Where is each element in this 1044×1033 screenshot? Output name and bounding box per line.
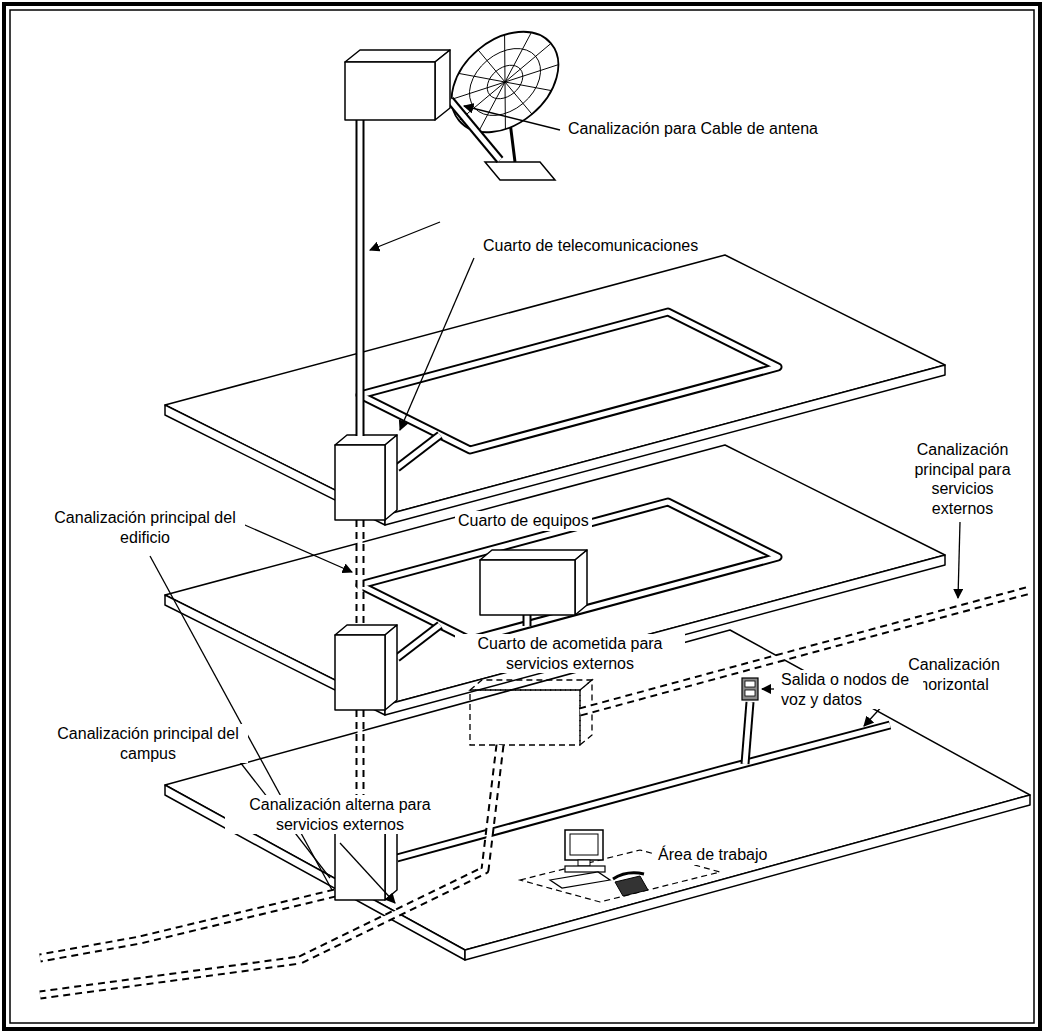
computer-screen bbox=[570, 834, 598, 855]
outer-frame bbox=[4, 4, 1040, 1029]
riser-box bbox=[335, 825, 385, 900]
floor-edge bbox=[165, 785, 465, 960]
floor-pipe-loop bbox=[360, 502, 778, 640]
leader-arrow bbox=[464, 106, 560, 130]
riser-box bbox=[385, 625, 397, 710]
callout-label: Canalización principal del edificio bbox=[45, 508, 245, 547]
callout-label: Canalización para Cable de antena bbox=[565, 119, 821, 139]
campus-pipe bbox=[40, 893, 335, 958]
entrance-room-box bbox=[470, 680, 592, 690]
leader-arrow bbox=[958, 522, 960, 598]
computer-base bbox=[565, 866, 605, 872]
branch-pipe bbox=[397, 435, 440, 468]
campus-pipe bbox=[40, 893, 335, 958]
floor-edge bbox=[165, 595, 385, 715]
callout-label: Salida o nodos de voz y datos bbox=[778, 670, 923, 709]
antenna-box bbox=[345, 50, 450, 62]
callout-label: Canalización principal para servicios ex… bbox=[900, 440, 1025, 518]
branch-pipe bbox=[397, 435, 440, 468]
riser-box bbox=[335, 635, 385, 710]
satellite-dish bbox=[432, 11, 578, 152]
equipment-room-box bbox=[575, 550, 587, 615]
callout-label: Cuarto de acometida para servicios exter… bbox=[455, 634, 685, 673]
riser-box bbox=[385, 435, 397, 520]
computer-monitor bbox=[565, 830, 603, 860]
riser-pipe bbox=[356, 520, 365, 625]
dish-rim bbox=[432, 11, 578, 152]
leader-arrow bbox=[238, 522, 352, 572]
antenna-riser-pipe bbox=[356, 120, 365, 436]
branch-pipe bbox=[397, 625, 440, 658]
keyboard bbox=[550, 872, 610, 888]
computer-stand bbox=[578, 860, 590, 866]
alternate-pipe bbox=[40, 745, 500, 995]
alternate-pipe bbox=[40, 745, 500, 995]
outlet-jack bbox=[745, 690, 755, 696]
antenna-riser-pipe bbox=[358, 120, 363, 436]
leader-arrow bbox=[400, 258, 474, 430]
floor-pipe-loop bbox=[360, 502, 778, 640]
equipment-room-box bbox=[480, 560, 575, 615]
antenna-box bbox=[345, 62, 435, 120]
branch-pipe bbox=[397, 625, 440, 658]
callout-label: Área de trabajo bbox=[655, 845, 770, 865]
telephone-handset bbox=[613, 873, 644, 879]
floor-slab bbox=[165, 445, 945, 705]
callout-label: Canalización alterna para servicios exte… bbox=[225, 795, 455, 834]
antenna-base bbox=[485, 162, 555, 180]
equipment-room-box bbox=[480, 550, 587, 560]
riser-pipe bbox=[358, 520, 363, 625]
antenna-box bbox=[435, 50, 450, 120]
floor-pipe-loop bbox=[360, 312, 778, 450]
telephone bbox=[615, 876, 648, 896]
outlet-pipe bbox=[745, 702, 750, 764]
callout-label: Canalización principal del campus bbox=[48, 724, 248, 763]
callout-label: Cuarto de telecomunicaciones bbox=[480, 236, 701, 256]
callout-label: Cuarto de equipos bbox=[455, 511, 592, 531]
floor-pipe-loop bbox=[360, 312, 778, 450]
outlet-symbol bbox=[742, 678, 758, 700]
floor-edge bbox=[165, 405, 385, 525]
outlet-pipe bbox=[745, 702, 750, 764]
inner-frame bbox=[10, 10, 1034, 1023]
leader-line bbox=[150, 556, 332, 890]
riser-box bbox=[335, 445, 385, 520]
leader-arrow bbox=[762, 688, 774, 689]
leader-arrow bbox=[340, 843, 395, 903]
entrance-room-box bbox=[470, 690, 580, 745]
outlet-jack bbox=[745, 681, 755, 687]
leader-arrow bbox=[370, 222, 440, 250]
